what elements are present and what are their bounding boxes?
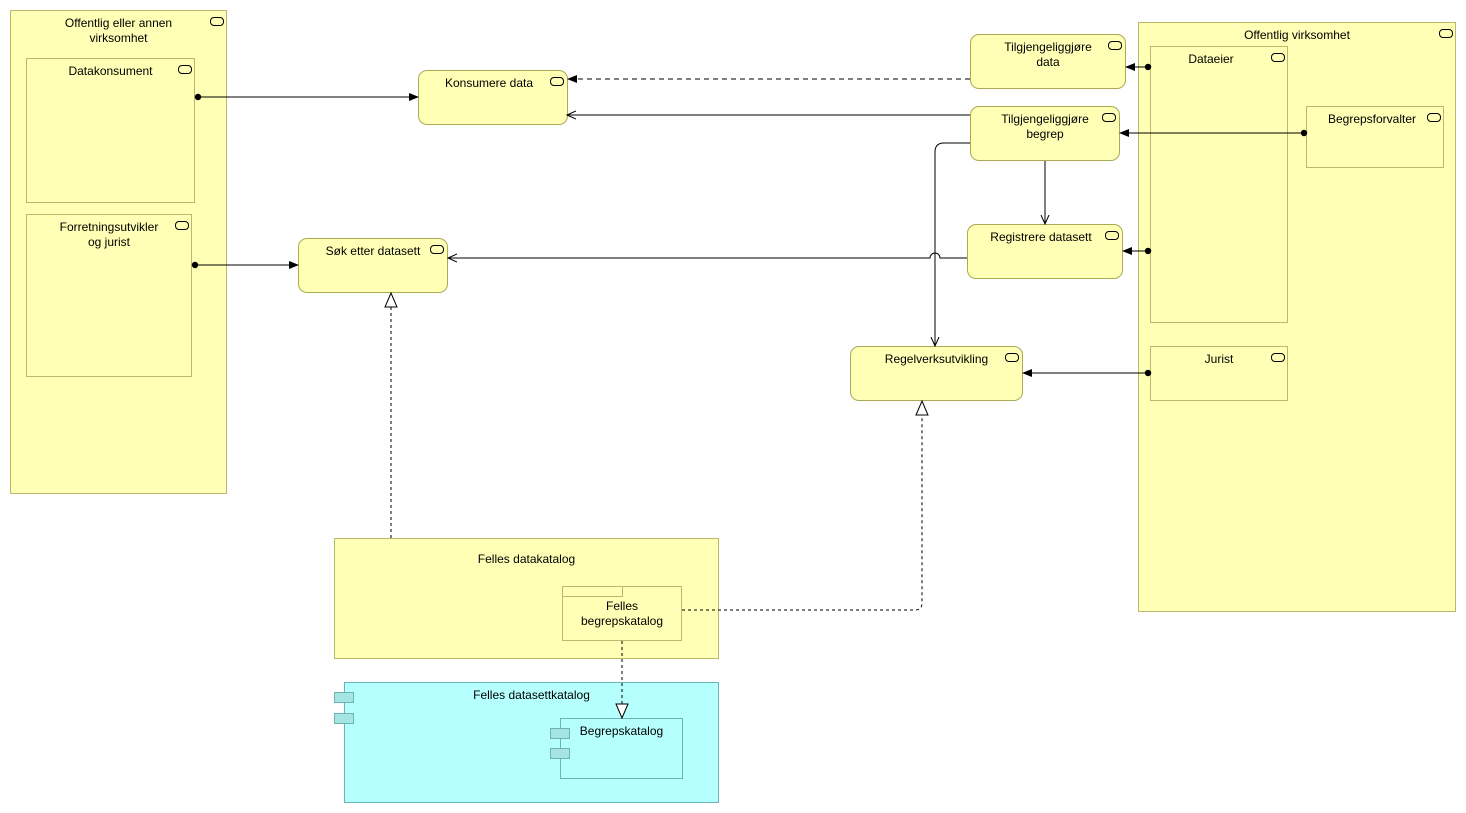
- component-icon: [334, 713, 354, 724]
- process-tilgjengeliggjore-data[interactable]: Tilgjengeliggjøre data: [970, 34, 1126, 89]
- product-label: Felles begrepskatalog: [580, 599, 664, 628]
- role-icon: [178, 65, 192, 74]
- service-icon: [1005, 353, 1019, 362]
- service-icon: [1105, 231, 1119, 240]
- role-icon: [175, 221, 189, 230]
- process-konsumere-data[interactable]: Konsumere data: [418, 70, 568, 125]
- process-regelverksutvikling[interactable]: Regelverksutvikling: [850, 346, 1023, 401]
- component-label: Felles datasettkatalog: [473, 688, 590, 702]
- component-icon: [550, 748, 570, 759]
- actor-label: Datakonsument: [68, 64, 153, 78]
- component-label: Begrepskatalog: [579, 724, 664, 738]
- process-label: Tilgjengeliggjøre begrep: [1001, 112, 1089, 141]
- trigger-begrep-regelverk: [935, 142, 970, 346]
- actor-dataeier[interactable]: Dataeier: [1150, 46, 1288, 323]
- role-icon: [1427, 113, 1441, 122]
- realization-begrepskatalog-regelverk: [682, 401, 922, 611]
- actor-jurist[interactable]: Jurist: [1150, 346, 1288, 401]
- process-label: Registrere datasett: [990, 230, 1092, 244]
- process-label: Søk etter datasett: [325, 244, 421, 258]
- role-icon: [1271, 53, 1285, 62]
- role-icon: [210, 17, 224, 26]
- process-registrere-datasett[interactable]: Registrere datasett: [967, 224, 1123, 279]
- process-label: Regelverksutvikling: [884, 352, 989, 366]
- role-icon: [1271, 353, 1285, 362]
- actor-label: Offentlig virksomhet: [1244, 28, 1350, 42]
- actor-begrepsforvalter[interactable]: Begrepsforvalter: [1306, 106, 1444, 168]
- actor-label: Forretningsutvikler og jurist: [59, 220, 159, 249]
- service-icon: [430, 245, 444, 254]
- actor-label: Dataeier: [1188, 52, 1234, 66]
- service-icon: [1108, 41, 1122, 50]
- service-icon: [550, 77, 564, 86]
- service-icon: [1102, 113, 1116, 122]
- component-icon: [334, 692, 354, 703]
- actor-label: Begrepsforvalter: [1327, 112, 1417, 126]
- process-label: Konsumere data: [444, 76, 534, 90]
- actor-datakonsument[interactable]: Datakonsument: [26, 58, 195, 203]
- role-icon: [1439, 29, 1453, 38]
- product-label: Felles datakatalog: [477, 552, 576, 566]
- process-label: Tilgjengeliggjøre data: [1004, 40, 1092, 69]
- actor-label: Jurist: [1204, 352, 1234, 366]
- process-tilgjengeliggjore-begrep[interactable]: Tilgjengeliggjøre begrep: [970, 106, 1120, 161]
- actor-label: Offentlig eller annen virksomhet: [64, 16, 173, 45]
- actor-forretningsutvikler-og-jurist[interactable]: Forretningsutvikler og jurist: [26, 214, 192, 377]
- product-tab: [562, 586, 623, 597]
- component-begrepskatalog[interactable]: Begrepskatalog: [560, 718, 683, 779]
- component-icon: [550, 728, 570, 739]
- trigger-registrere-sok: [448, 252, 967, 258]
